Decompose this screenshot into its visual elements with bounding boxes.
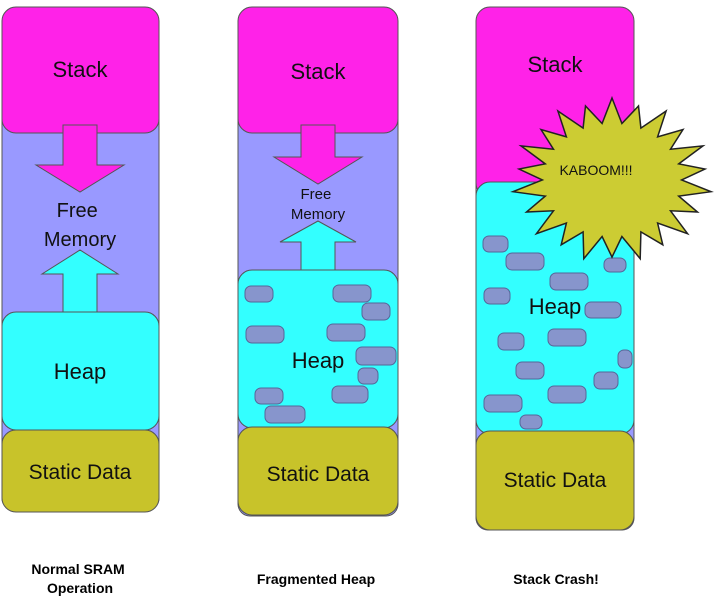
static-data-label: Static Data: [504, 469, 607, 492]
heap-fragment: [331, 385, 369, 404]
stack-growth-arrow: [34, 124, 126, 193]
heap-fragments: [482, 235, 633, 430]
column-caption: Fragmented Heap: [257, 571, 375, 587]
heap-fragment: [326, 323, 366, 342]
column-normal: Stack Free Memory Heap Static Data Norma…: [1, 6, 160, 596]
heap-fragment: [244, 285, 274, 303]
heap-label: Heap: [529, 294, 582, 319]
heap-fragment: [332, 284, 372, 303]
heap-fragment: [361, 302, 391, 321]
heap-fragment: [519, 414, 543, 430]
static-data-label: Static Data: [29, 461, 132, 484]
heap-fragment: [603, 257, 627, 273]
stack-growth-arrow: [272, 124, 364, 185]
column-caption: Stack Crash!: [513, 571, 599, 587]
heap-fragment: [617, 349, 633, 369]
static-data-block: [237, 426, 399, 516]
explosion-label: KABOOM!!!: [559, 162, 632, 178]
heap-fragments: [244, 284, 397, 424]
static-data-block: [475, 430, 635, 531]
static-data-label: Static Data: [267, 463, 370, 486]
free-memory-label: Free Memory: [44, 200, 116, 251]
static-data-block: [1, 429, 160, 513]
heap-fragment: [483, 394, 523, 413]
heap-fragment: [547, 328, 587, 347]
heap-fragment: [505, 252, 545, 271]
heap-fragment: [264, 405, 306, 424]
heap-fragment: [355, 346, 397, 366]
heap-fragment: [515, 361, 545, 380]
stack-label: Stack: [290, 59, 346, 84]
heap-fragment: [547, 385, 587, 404]
heap-label: Heap: [292, 348, 345, 373]
stack-label: Stack: [527, 52, 583, 77]
heap-fragment: [549, 272, 589, 291]
explosion-burst-shape: [510, 95, 714, 261]
heap-fragment: [357, 367, 379, 385]
heap-fragment: [482, 235, 509, 253]
free-memory-label: Free Memory: [291, 186, 346, 223]
heap-fragment: [497, 332, 525, 351]
column-caption: Normal SRAM Operation: [31, 561, 128, 596]
heap-fragment: [245, 325, 285, 344]
stack-label: Stack: [52, 57, 108, 82]
heap-fragment: [254, 387, 284, 405]
heap-fragment: [584, 301, 622, 319]
column-fragmented: Stack Free Memory Heap Static Data Fragm…: [237, 6, 399, 587]
heap-fragment: [483, 287, 511, 305]
heap-fragment: [593, 371, 619, 390]
column-stack-crash: Stack Heap Static Data KABOOM!!! Stack C…: [475, 6, 714, 587]
heap-label: Heap: [54, 359, 107, 384]
